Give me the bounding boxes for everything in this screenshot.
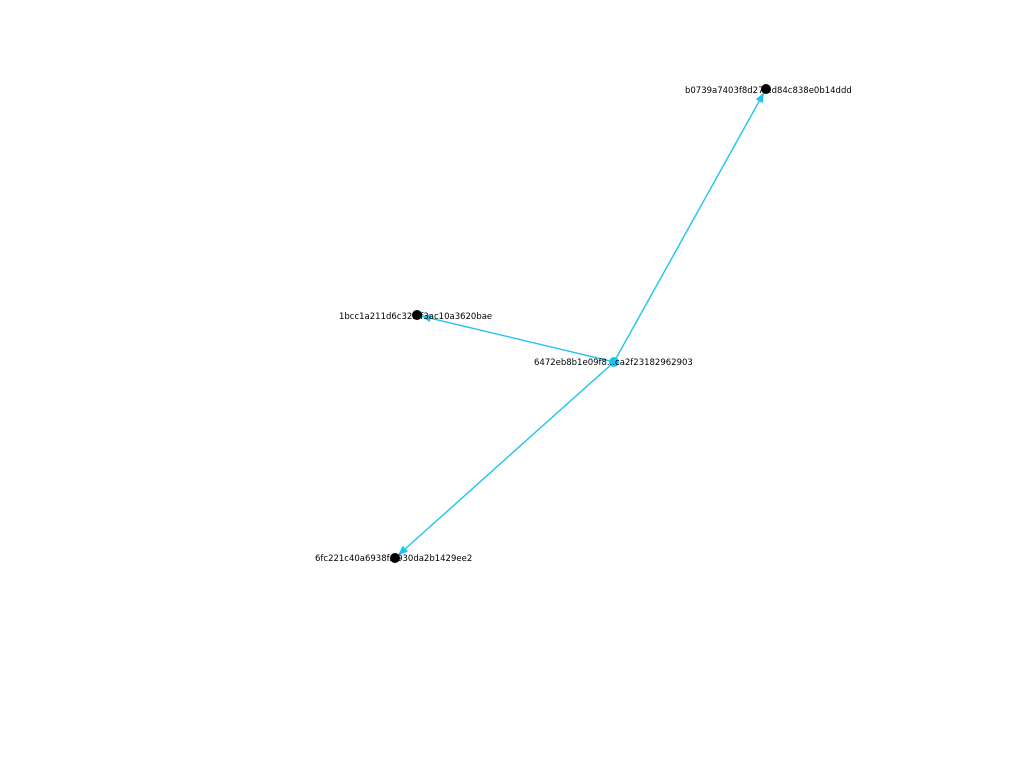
graph-node[interactable] xyxy=(412,310,422,320)
node-label: 1bcc1a211d6c32...f3ac10a3620bae xyxy=(339,312,492,322)
node-label: 6fc221c40a6938f...930da2b1429ee2 xyxy=(315,554,472,564)
edges-layer xyxy=(397,92,765,556)
edge-n-center-to-n-mid xyxy=(420,314,610,362)
graph-node[interactable] xyxy=(390,553,400,563)
graph-node[interactable] xyxy=(761,84,771,94)
node-label: b0739a7403f8d27...d84c838e0b14ddd xyxy=(685,86,852,96)
graph-node[interactable] xyxy=(609,357,619,367)
edge-n-center-to-n-top xyxy=(615,92,765,358)
labels-layer: 6472eb8b1e09f8...ca2f23182962903 b0739a74… xyxy=(315,86,852,564)
edge-n-center-to-n-bottom xyxy=(397,364,611,556)
nodes-layer xyxy=(390,84,771,563)
node-label: 6472eb8b1e09f8...ca2f23182962903 xyxy=(534,358,693,368)
